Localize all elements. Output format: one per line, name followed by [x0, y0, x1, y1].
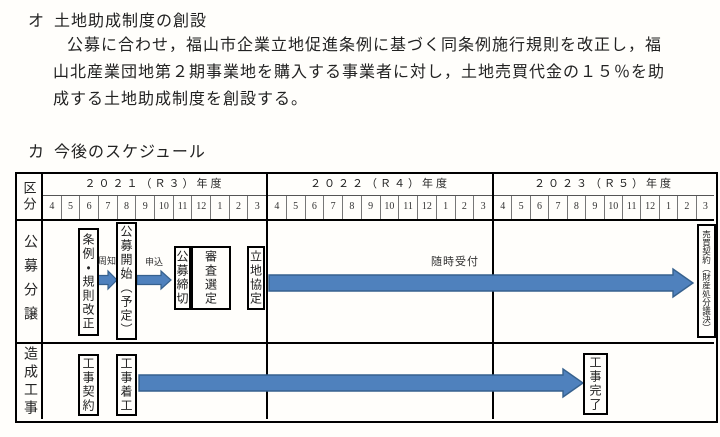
label-column-divider — [41, 174, 43, 419]
row-label-zosei-koji: 造成工事 — [22, 345, 37, 418]
anytime-accept-arrow-icon — [268, 267, 695, 299]
section-ka-heading: カ 今後のスケジュール — [28, 138, 206, 162]
month-cell: 12 — [192, 196, 212, 219]
body-line: 山北産業団地第２期事業地を購入する事業者に対し，土地売買代金の１５％を助 — [53, 64, 666, 81]
month-cell: 10 — [381, 196, 400, 219]
month-cell: 2 — [456, 196, 475, 219]
body-line: 成する土地助成制度を創設する。 — [53, 91, 309, 108]
section-o-marker: オ — [28, 13, 46, 30]
section-o-body: 公募に合わせ，福山市企業立地促進条例に基づく同条例施行規則を改正し，福 山北産業… — [53, 32, 693, 113]
announce-arrow-icon — [96, 269, 118, 291]
section-o-title: 土地助成制度の創設 — [54, 13, 208, 30]
milestone-location-agreement: 立地協定 — [247, 246, 265, 310]
section-o-heading: オ 土地助成制度の創設 — [28, 7, 207, 31]
month-cell: 11 — [399, 196, 418, 219]
month-cell: 4 — [43, 196, 62, 219]
month-cell: 12 — [641, 196, 660, 219]
year-divider-2021-2022 — [266, 174, 268, 419]
month-cell: 4 — [268, 196, 287, 219]
milestone-construction-start: 工事着工 — [116, 354, 137, 416]
milestone-screening: 審査選定 — [191, 246, 231, 310]
month-cell: 7 — [99, 196, 118, 219]
milestone-construction-complete: 工事完了 — [583, 353, 608, 415]
milestone-construction-contract: 工事契約 — [78, 354, 99, 416]
month-cell: 9 — [362, 196, 381, 219]
month-cell: 7 — [549, 196, 568, 219]
section-ka-title: 今後のスケジュール — [54, 144, 206, 161]
milestone-sale-contract: 売買契約（財産処分議決） — [697, 224, 716, 338]
month-cell: 6 — [531, 196, 550, 219]
month-cell: 10 — [155, 196, 174, 219]
month-cell: 2 — [678, 196, 697, 219]
month-cell: 8 — [343, 196, 362, 219]
month-cell: 11 — [174, 196, 193, 219]
month-cell: 4 — [494, 196, 513, 219]
row-label-kobo-bunjo: 公募分譲 — [22, 233, 37, 330]
milestone-kobo-close: 公募締切 — [174, 246, 191, 310]
month-cell: 5 — [62, 196, 81, 219]
month-cell: 6 — [80, 196, 100, 219]
month-cell: 11 — [623, 196, 642, 219]
body-line: 公募に合わせ，福山市企業立地促進条例に基づく同条例施行規則を改正し，福 — [67, 37, 663, 54]
month-cell: 5 — [512, 196, 531, 219]
apply-arrow-label: 申込 — [144, 257, 163, 267]
year-label: ２０２３（Ｒ５）年度 — [494, 174, 714, 196]
month-cell: 1 — [211, 196, 230, 219]
month-cell: 8 — [118, 196, 137, 219]
month-cell: 3 — [480, 201, 486, 212]
anytime-arrow-label: 随時受付 — [431, 256, 479, 268]
announce-arrow-label: 周知 — [97, 256, 116, 266]
month-cell: 9 — [136, 196, 156, 219]
year-label: ２０２１（Ｒ３）年度 — [43, 174, 266, 196]
construction-progress-arrow-icon — [138, 367, 585, 399]
month-cell: 10 — [605, 196, 623, 219]
month-cell: 2 — [230, 196, 249, 219]
month-cell: 7 — [324, 196, 343, 219]
month-cell: 1 — [660, 196, 679, 219]
month-cell: 1 — [437, 196, 456, 219]
header-bottom-line — [17, 219, 714, 221]
row-divider-line — [17, 342, 714, 344]
year-divider-2022-2023 — [492, 174, 494, 419]
month-cell: 9 — [586, 196, 605, 219]
section-ka-marker: カ — [28, 144, 46, 161]
apply-arrow-icon — [136, 269, 172, 291]
month-cell: 12 — [418, 196, 437, 219]
month-cell: 5 — [287, 196, 306, 219]
month-cell: 3 — [702, 201, 708, 212]
month-cell: 6 — [306, 196, 325, 219]
month-cell: 8 — [568, 196, 587, 219]
year-label: ２０２２（Ｒ４）年度 — [268, 174, 492, 196]
milestone-kobo-start: 公募開始（予定） — [116, 222, 137, 340]
table-corner-label: 区分 — [21, 180, 37, 213]
month-cell: 3 — [254, 201, 260, 212]
milestone-ordinance-revision: 条例・規則改正 — [78, 228, 99, 336]
